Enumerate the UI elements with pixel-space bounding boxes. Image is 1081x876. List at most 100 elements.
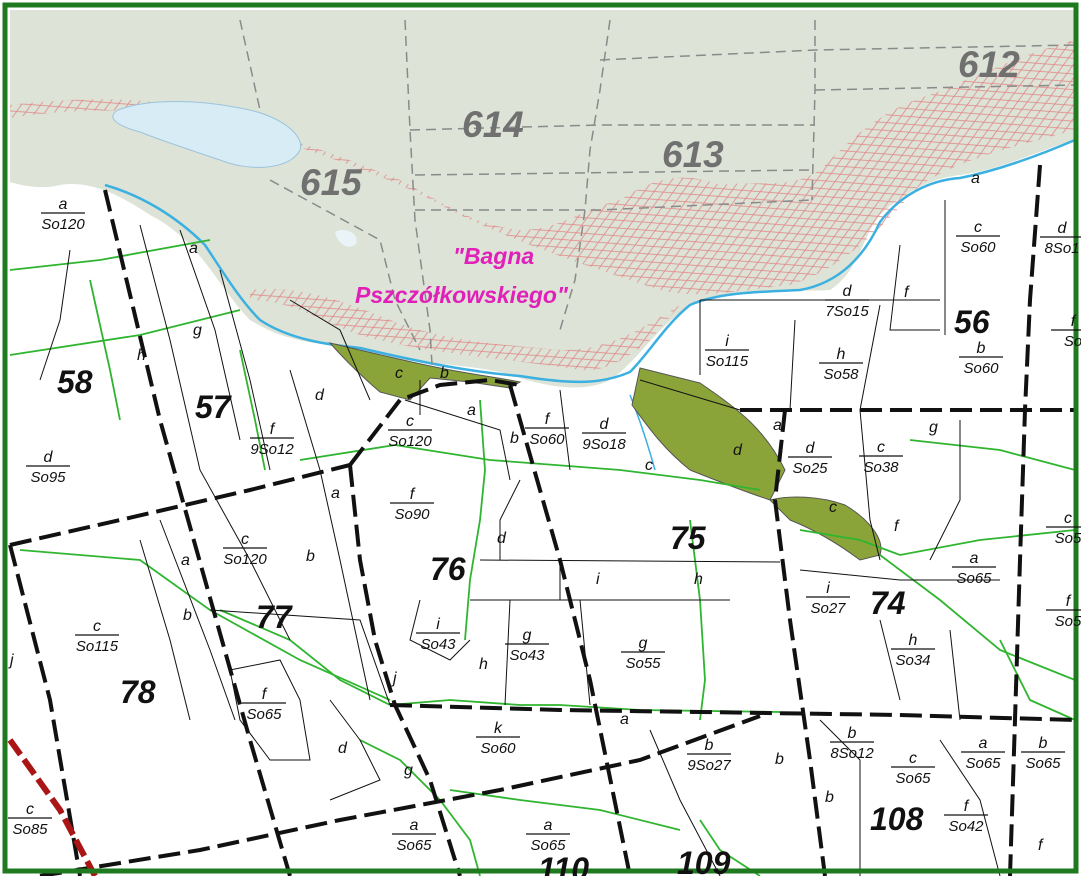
subdivision-class: So60	[960, 239, 996, 256]
subdivision-letter: a	[970, 550, 979, 567]
subdivision-class: So60	[480, 740, 516, 757]
subdivision-letter: h	[909, 632, 918, 649]
subdivision-letter: a	[331, 485, 340, 502]
subdivision-letter: d	[843, 283, 853, 300]
section-label: 75	[670, 520, 707, 556]
subdivision-letter: b	[825, 789, 834, 806]
subdivision-letter: b	[977, 340, 986, 357]
subdivision-class: So38	[863, 459, 899, 476]
subdivision-letter: a	[189, 240, 198, 257]
subdivision-letter: c	[26, 801, 34, 818]
subdivision-letter: g	[523, 627, 532, 644]
subdivision-letter: c	[395, 365, 403, 382]
subdivision-letter: h	[137, 347, 146, 364]
subdivision-labels: aSo120dSo95f9So12cSo120cSo120cSo115fSo65…	[8, 196, 1081, 854]
section-label: 76	[430, 551, 466, 587]
parcel-borders	[39, 200, 1001, 876]
subdivision-class: 7So15	[825, 303, 869, 320]
river	[104, 138, 1076, 384]
section-label: 74	[870, 585, 906, 621]
subdivision-letter: c	[909, 750, 917, 767]
subdivision-class: So65	[895, 770, 931, 787]
subdivision-class: So34	[895, 652, 930, 669]
subdivision-letter: f	[545, 411, 551, 428]
compartment-label: 613	[662, 134, 724, 175]
subdivision-class: So95	[30, 469, 66, 486]
section-label: 56	[954, 304, 990, 340]
subdivision-class: So5	[1055, 530, 1081, 547]
pond	[335, 229, 357, 247]
subdivision-letter: i	[596, 571, 600, 588]
subdivision-letter: i	[436, 616, 440, 633]
loose-letters: a h g b d a c b a b c d a b j h g d a b b a g f c i h j d f a f	[8, 170, 1044, 854]
subdivision-class: So115	[706, 353, 749, 370]
subdivision-class: So43	[509, 647, 545, 664]
subdivision-class: So42	[948, 818, 984, 835]
highlight-stands	[328, 342, 882, 561]
subdivision-letter: h	[837, 346, 846, 363]
subdivision-class: So65	[246, 706, 282, 723]
lake	[112, 101, 302, 168]
section-label: 109	[677, 845, 731, 876]
subdivision-class: So43	[420, 636, 456, 653]
section-label: 110	[538, 851, 589, 876]
section-label: 58	[57, 364, 93, 400]
subdivision-class: So25	[792, 460, 828, 477]
subdivision-class: 8So1	[1044, 240, 1079, 257]
subdivision-letter: g	[639, 635, 648, 652]
subdivision-letter: c	[877, 439, 885, 456]
compartment-labels: 612 613 614 615	[300, 44, 1020, 203]
subdivision-class: So65	[530, 837, 566, 854]
subdivision-letter: f	[1071, 313, 1077, 330]
subdivision-letter: c	[93, 618, 101, 635]
subdivision-class: So115	[76, 638, 119, 655]
section-boundaries	[8, 164, 1076, 876]
compartment-label: 615	[300, 162, 363, 203]
subdivision-class: So65	[1025, 755, 1061, 772]
subdivision-letter: d	[44, 449, 54, 466]
subdivision-letter: a	[979, 735, 988, 752]
subdivision-letter: b	[440, 365, 449, 382]
reserve-hatch-area	[10, 40, 1075, 295]
subdivision-letter: c	[829, 499, 837, 516]
subdivision-class: So65	[965, 755, 1001, 772]
compartment-label: 614	[462, 104, 524, 145]
subdivision-class: So85	[12, 821, 48, 838]
subdivision-letter: b	[183, 607, 192, 624]
subdivision-letter: i	[826, 580, 830, 597]
subdivision-letter: b	[510, 430, 519, 447]
subdivision-class: So120	[223, 551, 267, 568]
subdivision-letter: j	[8, 652, 14, 669]
reserve-name-line2: Pszczółkowskiego"	[355, 282, 569, 308]
subdivision-letter: f	[1066, 593, 1072, 610]
subdivision-letter: b	[775, 751, 784, 768]
subdivision-letter: a	[971, 170, 980, 187]
subdivision-letter: g	[404, 762, 413, 779]
subdivision-class: 8So12	[830, 745, 874, 762]
subdivision-letter: c	[645, 457, 653, 474]
subdivision-letter: a	[59, 196, 68, 213]
subdivision-letter: c	[406, 413, 414, 430]
subdivision-letter: h	[694, 571, 703, 588]
subdivision-letter: d	[600, 416, 610, 433]
subdivision-class: 9So27	[687, 757, 731, 774]
subdivision-letter: f	[964, 798, 970, 815]
subdivision-letter: b	[1039, 735, 1048, 752]
subdivision-letter: a	[773, 417, 782, 434]
subdivision-class: So65	[956, 570, 992, 587]
subdivision-letter: c	[974, 219, 982, 236]
section-label: 78	[120, 674, 156, 710]
railway-line	[7, 738, 98, 876]
subdivision-letter: j	[391, 670, 397, 687]
subdivision-class: So90	[394, 506, 430, 523]
subdivision-letter: f	[904, 284, 910, 301]
subdivision-letter: g	[193, 322, 202, 339]
section-labels: 56 57 58 74 75 76 77 78 108 109 110	[57, 304, 990, 876]
subdivision-letter: d	[806, 440, 816, 457]
subdivision-class: So5	[1055, 613, 1081, 630]
subdivision-class: So27	[810, 600, 846, 617]
subdivision-letter: i	[725, 333, 729, 350]
subdivision-letter: d	[733, 442, 743, 459]
subdivision-class: 9So12	[250, 441, 294, 458]
